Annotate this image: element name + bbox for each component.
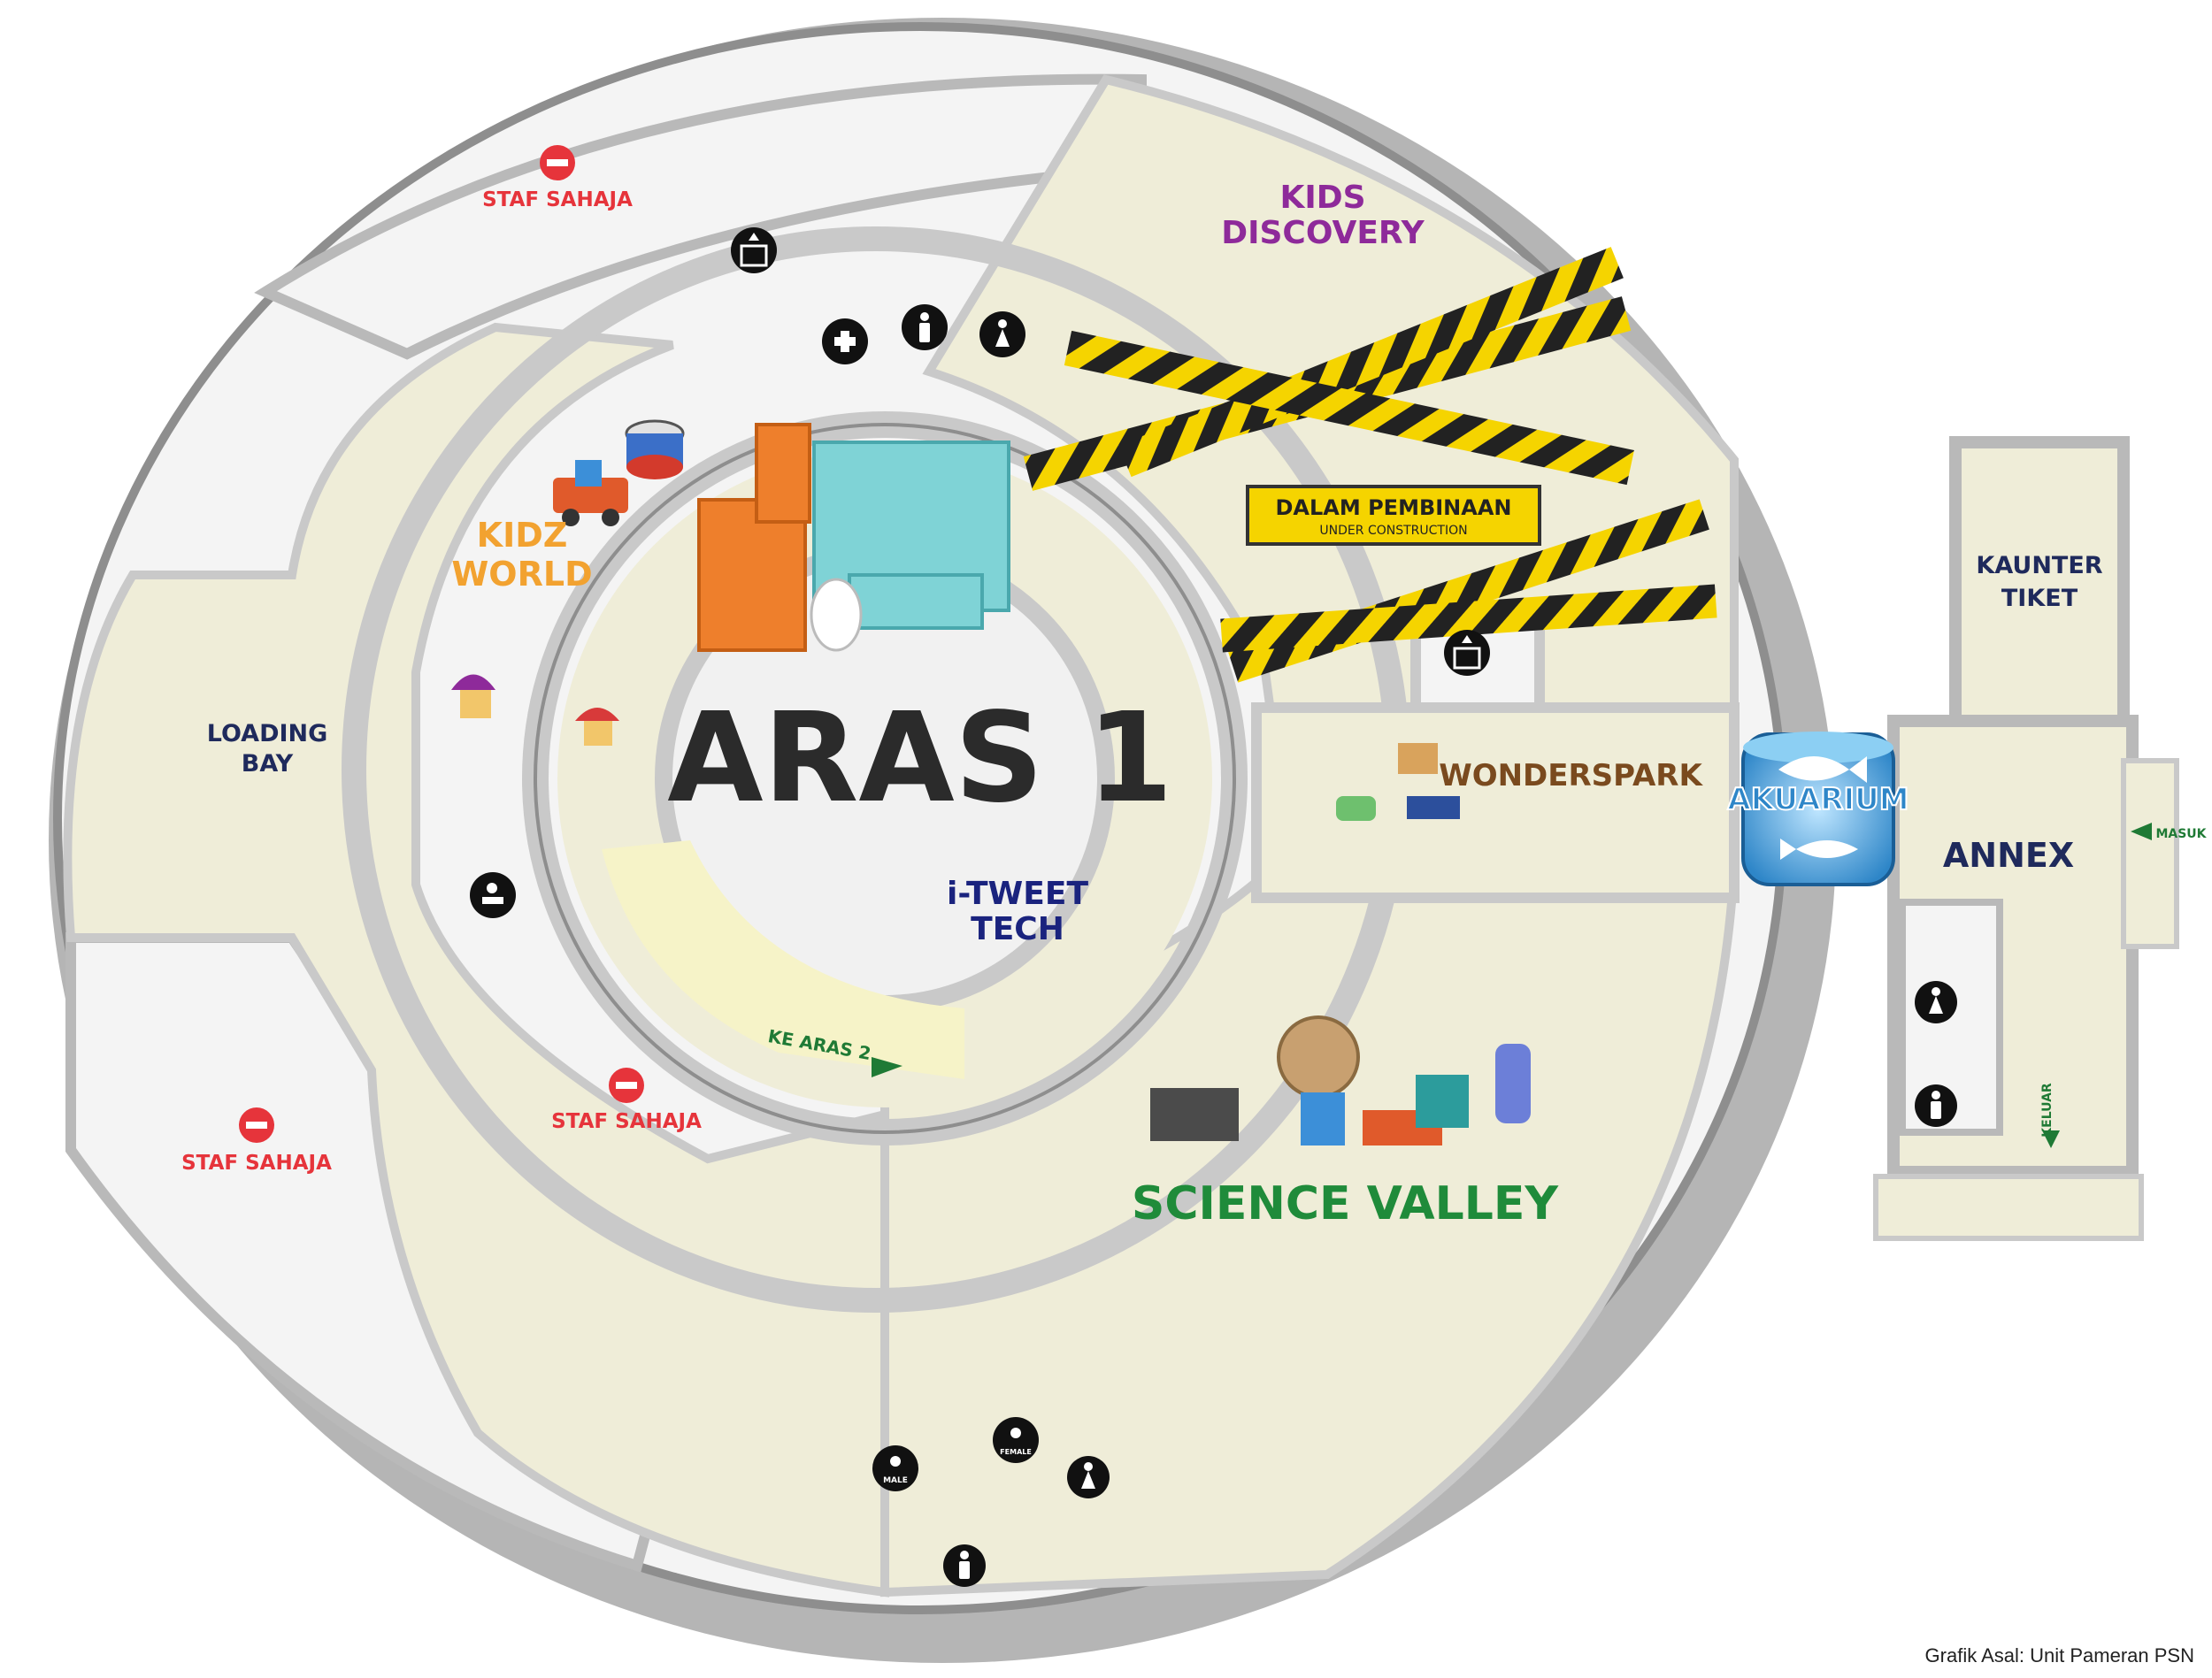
wonderspark-label: WONDERSPARK [1439,758,1703,793]
arrow-icon [2042,1130,2060,1148]
elevator-icon[interactable] [731,227,777,273]
female-toilet-icon[interactable] [1915,981,1957,1023]
construction-zone [1023,247,1717,683]
entrance-marker[interactable]: MASUK [2131,823,2208,841]
staff-only-label: STAF SAHAJA [181,1152,332,1175]
prayer-female-label: FEMALE [1000,1448,1032,1456]
fish-icon [1778,756,1867,783]
no-entry-icon [609,1068,644,1103]
under-construction-sublabel: UNDER CONSTRUCTION [1319,524,1467,538]
map-credit: Grafik Asal: Unit Pameran PSN [1924,1644,2194,1667]
male-toilet-icon[interactable] [943,1544,986,1587]
akuarium-tunnel[interactable]: AKUARIUM [1726,732,1910,886]
science-valley-label: SCIENCE VALLEY [1132,1177,1560,1230]
ticket-counter-label: KAUNTER [1976,552,2102,579]
under-construction-label: DALAM PEMBINAAN [1275,495,1511,520]
drum-icon [625,419,685,479]
kids-discovery-label: KIDS [1279,180,1365,216]
itweet-tech-label: TECH [971,911,1064,947]
first-aid-icon[interactable] [822,318,868,364]
male-toilet-icon[interactable] [902,304,948,350]
kids-discovery-label: DISCOVERY [1221,215,1425,251]
prayer-room-icon[interactable]: FEMALE [993,1417,1039,1463]
female-toilet-icon[interactable] [1067,1456,1110,1498]
arrow-icon [872,1057,902,1077]
itweet-tech-label: i-TWEET [947,876,1088,912]
loading-bay-label: LOADING [207,720,328,747]
baby-change-icon[interactable] [470,872,516,918]
exit-label: KELUAR [2040,1083,2055,1138]
akuarium-label: AKUARIUM [1727,782,1909,817]
kidz-world-decor [451,419,685,746]
loading-bay-label: BAY [242,750,294,778]
annex-building [1873,436,2179,1241]
under-construction-sign: DALAM PEMBINAAN UNDER CONSTRUCTION [1246,485,1541,546]
prayer-male-label: MALE [883,1476,908,1485]
ticket-counter-label: TIKET [2001,585,2078,612]
no-entry-icon [540,145,575,180]
science-valley-decor [1150,1015,1531,1145]
fish-icon [1780,839,1858,860]
exit-marker[interactable]: KELUAR [2040,1083,2060,1148]
kidz-world-label: WORLD [451,555,592,594]
prayer-room-icon[interactable]: MALE [872,1445,918,1491]
male-toilet-icon[interactable] [1915,1084,1957,1127]
level-title: ARAS 1 [667,686,1172,831]
elevator-icon[interactable] [1444,630,1490,676]
female-toilet-icon[interactable] [979,311,1025,357]
kidz-world-label: KIDZ [477,516,568,555]
annex-label: ANNEX [1943,836,2074,875]
staff-area-top [254,73,1147,360]
central-exhibit [697,423,1010,652]
arrow-icon [2131,823,2152,840]
no-entry-icon [239,1107,274,1143]
mushroom-house-icon [451,674,619,746]
toy-train-icon [553,460,628,526]
entrance-label: MASUK [2155,827,2207,841]
staff-only-label: STAF SAHAJA [551,1110,702,1133]
staff-only-label: STAF SAHAJA [482,188,633,211]
wonderspark-decor [1336,743,1460,821]
